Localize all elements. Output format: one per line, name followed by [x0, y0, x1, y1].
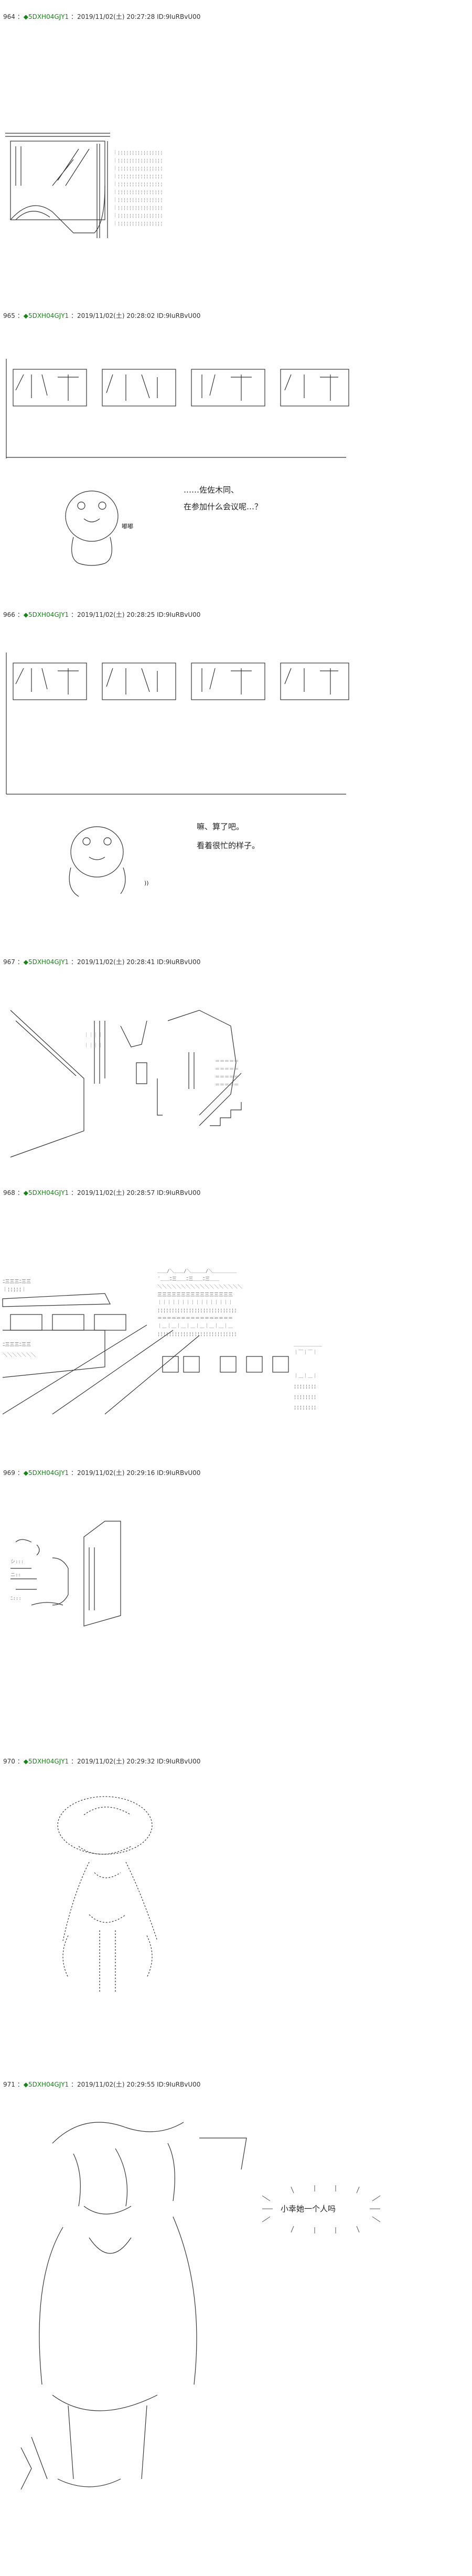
trip-name[interactable]: ◆5DXH04GJY1 [23, 1758, 69, 1765]
post-number: 967 [3, 958, 15, 966]
svg-text:｜¦¦¦¦¦¦¦¦¦¦¦¦¦¦¦¦: ｜¦¦¦¦¦¦¦¦¦¦¦¦¦¦¦¦ [113, 181, 163, 187]
post-header: 966 ：◆5DXH04GJY1 ：2019/11/02(土) 20:28:25… [3, 611, 201, 618]
svg-text:＝＝＝＝＝: ＝＝＝＝＝ [215, 1075, 239, 1080]
post-header: 971 ：◆5DXH04GJY1 ：2019/11/02(土) 20:29:55… [3, 2081, 201, 2088]
post-number: 971 [3, 2081, 15, 2088]
post-header: 964 ：◆5DXH04GJY1 ：2019/11/02(土) 20:27:28… [3, 13, 201, 20]
post-date: 2019/11/02(土) 20:27:28 [77, 13, 155, 20]
trip-name[interactable]: ◆5DXH04GJY1 [23, 1189, 69, 1196]
poster-id[interactable]: ID:9IuRBvU00 [157, 312, 201, 319]
trip-name[interactable]: ◆5DXH04GJY1 [23, 312, 69, 319]
svg-text:＿＿＿＿＿＿: ＿＿＿＿＿＿ [294, 1342, 322, 1348]
svg-text:｜¦¦¦¦¦¦¦¦¦¦¦¦¦¦¦¦: ｜¦¦¦¦¦¦¦¦¦¦¦¦¦¦¦¦ [113, 174, 163, 179]
svg-text:¦¦¦¦¦¦¦¦: ¦¦¦¦¦¦¦¦ [294, 1395, 316, 1400]
ascii-art-hallway: ｜｜｜｜ ｜｜｜｜ ＝＝＝＝＝ ＝＝＝＝＝ ＝＝＝＝＝ ＝＝＝＝＝ [10, 1010, 242, 1158]
svg-text:＝＝＝＝＝: ＝＝＝＝＝ [215, 1067, 239, 1072]
svg-text:＝＝＝＝＝＝＝＝＝＝＝＝＝＝＝＝: ＝＝＝＝＝＝＝＝＝＝＝＝＝＝＝＝ [157, 1316, 233, 1321]
svg-text:｜¦¦¦¦¦¦¦¦¦¦¦¦¦¦¦¦: ｜¦¦¦¦¦¦¦¦¦¦¦¦¦¦¦¦ [113, 166, 163, 172]
poster-id[interactable]: ID:9IuRBvU00 [157, 2081, 201, 2088]
dialogue-line-1: 嘛、算了吧。 [197, 822, 244, 831]
svg-text:¦¦¦¦¦¦¦¦: ¦¦¦¦¦¦¦¦ [294, 1405, 316, 1410]
post-number: 966 [3, 611, 15, 618]
svg-text:｜¦¦¦¦¦¦¦¦¦¦¦¦¦¦¦¦: ｜¦¦¦¦¦¦¦¦¦¦¦¦¦¦¦¦ [113, 189, 163, 195]
sound-effect: 嘟嘟 [122, 523, 133, 530]
post-header: 968 ：◆5DXH04GJY1 ：2019/11/02(土) 20:28:57… [3, 1189, 201, 1196]
trip-name[interactable]: ◆5DXH04GJY1 [23, 13, 69, 20]
svg-text:｜¦¦¦¦¦¦¦¦¦¦¦¦¦¦¦¦: ｜¦¦¦¦¦¦¦¦¦¦¦¦¦¦¦¦ [113, 205, 163, 211]
trip-name[interactable]: ◆5DXH04GJY1 [23, 1469, 69, 1477]
svg-text:ﾆ三三三ﾆ三三: ﾆ三三三ﾆ三三 [3, 1279, 31, 1285]
ascii-art-figure-closeup [20, 2122, 381, 2490]
ascii-art-classroom: ﾆ三三三ﾆ三三 ｜¦¦¦¦¦｜ ＿＿/＼＿＿/＼＿＿＿/＼＿＿＿＿＿ ´＿＿ﾆ三＿… [2, 1268, 322, 1415]
svg-text:｜＿｜＿｜: ｜＿｜＿｜ [294, 1373, 317, 1379]
svg-text:´＿＿ﾆ三＿＿ﾆ三＿＿ﾆ三＿＿: ´＿＿ﾆ三＿＿ﾆ三＿＿ﾆ三＿＿ [157, 1276, 219, 1282]
ascii-art-figure-standing [57, 1796, 158, 1993]
post-header: 965 ：◆5DXH04GJY1 ：2019/11/02(土) 20:28:02… [3, 312, 201, 319]
svg-text:＼＼＼＼＼＼＼: ＼＼＼＼＼＼＼ [3, 1352, 36, 1358]
post-date: 2019/11/02(土) 20:29:16 [77, 1469, 155, 1477]
post-number: 970 [3, 1758, 15, 1765]
svg-text:｜｜｜｜: ｜｜｜｜ [84, 1032, 103, 1038]
svg-text:＼＼＼＼＼＼＼＼＼＼＼＼＼＼＼＼＼＼: ＼＼＼＼＼＼＼＼＼＼＼＼＼＼＼＼＼＼ [157, 1284, 242, 1290]
svg-text:｜¦¦¦¦¦¦¦¦¦¦¦¦¦¦¦¦: ｜¦¦¦¦¦¦¦¦¦¦¦¦¦¦¦¦ [113, 197, 163, 203]
dialogue-line-1: 小幸她一个人吗 [281, 2204, 336, 2214]
post-date: 2019/11/02(土) 20:28:02 [77, 312, 155, 319]
post-date: 2019/11/02(土) 20:29:55 [77, 2081, 155, 2088]
svg-text:＝＝＝＝＝: ＝＝＝＝＝ [215, 1059, 239, 1064]
poster-id[interactable]: ID:9IuRBvU00 [157, 611, 201, 618]
svg-text:¦¦¦¦¦¦¦¦¦¦¦¦¦¦¦¦¦¦¦¦¦¦¦¦¦¦¦¦: ¦¦¦¦¦¦¦¦¦¦¦¦¦¦¦¦¦¦¦¦¦¦¦¦¦¦¦¦ [157, 1332, 237, 1337]
creature-figure [65, 490, 119, 566]
svg-text:¦¦¦¦¦¦¦¦: ¦¦¦¦¦¦¦¦ [294, 1384, 316, 1389]
dialogue-line-1: ……佐佐木同、 [184, 485, 239, 495]
post-date: 2019/11/02(土) 20:28:41 [77, 958, 155, 966]
svg-text:¦¦¦¦¦¦¦¦¦¦¦¦¦¦¦¦¦¦¦¦¦¦¦¦¦¦¦¦: ¦¦¦¦¦¦¦¦¦¦¦¦¦¦¦¦¦¦¦¦¦¦¦¦¦¦¦¦ [157, 1308, 237, 1313]
svg-text:ﾆ三三三ﾆ三三: ﾆ三三三ﾆ三三 [3, 1342, 31, 1348]
post-date: 2019/11/02(土) 20:29:32 [77, 1758, 155, 1765]
svg-text:ﾆ:::: ﾆ::: [10, 1596, 22, 1601]
svg-text:｜¦¦¦¦¦¦¦¦¦¦¦¦¦¦¦¦: ｜¦¦¦¦¦¦¦¦¦¦¦¦¦¦¦¦ [113, 213, 163, 219]
svg-text:ニ::: ニ:: [10, 1573, 21, 1578]
svg-text:｜＿｜＿｜＿｜＿｜＿｜＿｜＿｜＿: ｜＿｜＿｜＿｜＿｜＿｜＿｜＿｜＿ [157, 1323, 233, 1329]
ascii-art-kanji-panel [6, 359, 349, 566]
trip-name[interactable]: ◆5DXH04GJY1 [23, 611, 69, 618]
post-header: 969 ：◆5DXH04GJY1 ：2019/11/02(土) 20:29:16… [3, 1469, 201, 1477]
ascii-art-doorway: シ:::ニ::ﾆ::: [10, 1521, 121, 1627]
post-header: 967 ：◆5DXH04GJY1 ：2019/11/02(土) 20:28:41… [3, 958, 201, 966]
post-date: 2019/11/02(土) 20:28:25 [77, 611, 155, 618]
post-number: 964 [3, 13, 15, 20]
svg-text:｜｜｜｜: ｜｜｜｜ [84, 1043, 103, 1049]
svg-text:三三三三三三三三三三三三三三三三: 三三三三三三三三三三三三三三三三 [157, 1292, 233, 1298]
post-number: 968 [3, 1189, 15, 1196]
creature-figure [69, 826, 126, 897]
svg-text:＿＿/＼＿＿/＼＿＿＿/＼＿＿＿＿＿: ＿＿/＼＿＿/＼＿＿＿/＼＿＿＿＿＿ [157, 1268, 237, 1274]
post-date: 2019/11/02(土) 20:28:57 [77, 1189, 155, 1196]
ascii-art-window: ｜¦¦¦¦¦¦¦¦¦¦¦¦¦¦¦¦ ｜¦¦¦¦¦¦¦¦¦¦¦¦¦¦¦¦ ｜¦¦¦¦… [5, 133, 163, 238]
svg-text:｜￣｜￣｜: ｜￣｜￣｜ [294, 1349, 317, 1355]
trip-name[interactable]: ◆5DXH04GJY1 [23, 2081, 69, 2088]
dialogue-line-2: 看着很忙的样子。 [197, 841, 260, 850]
svg-text:｜¦¦¦¦¦｜: ｜¦¦¦¦¦｜ [3, 1287, 26, 1292]
trip-name[interactable]: ◆5DXH04GJY1 [23, 958, 69, 966]
post-header: 970 ：◆5DXH04GJY1 ：2019/11/02(土) 20:29:32… [3, 1758, 201, 1765]
post-number: 965 [3, 312, 15, 319]
ascii-art-kanji-panel [6, 653, 349, 897]
poster-id[interactable]: ID:9IuRBvU00 [157, 958, 201, 966]
svg-text:｜¦¦¦¦¦¦¦¦¦¦¦¦¦¦¦¦: ｜¦¦¦¦¦¦¦¦¦¦¦¦¦¦¦¦ [113, 221, 163, 227]
sound-effect: )) [144, 880, 149, 886]
dialogue-line-2: 在参加什么会议呢…？ [184, 502, 263, 511]
post-number: 969 [3, 1469, 15, 1477]
svg-text:シ:::: シ::: [10, 1559, 24, 1565]
svg-text:｜｜｜｜｜｜｜｜｜｜｜｜｜｜｜｜: ｜｜｜｜｜｜｜｜｜｜｜｜｜｜｜｜ [157, 1300, 233, 1306]
svg-text:＝＝＝＝＝: ＝＝＝＝＝ [215, 1083, 239, 1088]
poster-id[interactable]: ID:9IuRBvU00 [157, 1189, 201, 1196]
poster-id[interactable]: ID:9IuRBvU00 [157, 13, 201, 20]
svg-text:｜¦¦¦¦¦¦¦¦¦¦¦¦¦¦¦¦: ｜¦¦¦¦¦¦¦¦¦¦¦¦¦¦¦¦ [113, 158, 163, 164]
svg-text:｜¦¦¦¦¦¦¦¦¦¦¦¦¦¦¦¦: ｜¦¦¦¦¦¦¦¦¦¦¦¦¦¦¦¦ [113, 150, 163, 156]
poster-id[interactable]: ID:9IuRBvU00 [157, 1758, 201, 1765]
poster-id[interactable]: ID:9IuRBvU00 [157, 1469, 201, 1477]
